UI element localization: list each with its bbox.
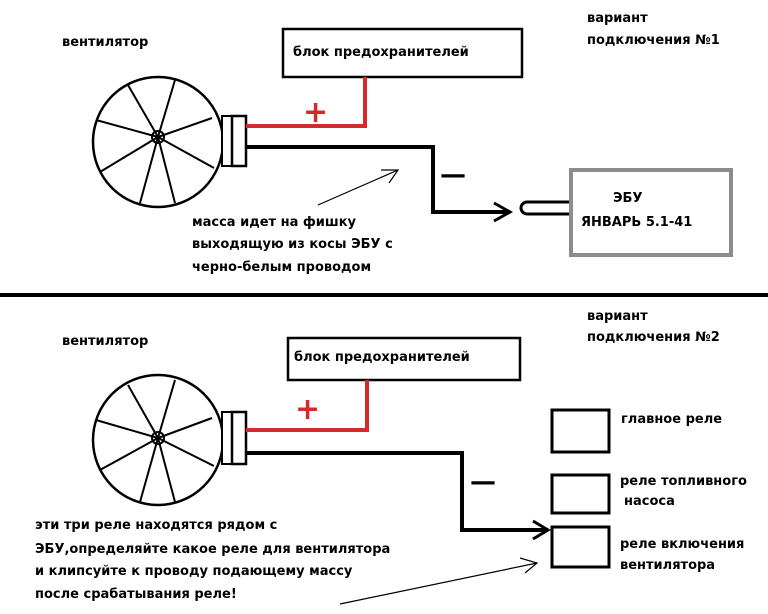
note-arrowhead xyxy=(519,557,539,574)
note-line3: черно-белым проводом xyxy=(192,260,371,275)
fuse-block: блок предохранителей xyxy=(286,336,522,382)
variant-title-line1: вариант xyxy=(587,309,648,324)
fuse-block: блок предохранителей xyxy=(281,27,524,79)
note-arrow xyxy=(339,562,538,605)
relay-fuel-pump: реле топливного насоса xyxy=(550,473,747,515)
relay-main: главное реле xyxy=(550,408,722,454)
variant-title-line1: вариант xyxy=(587,11,648,26)
relay-fuel-label-line2: насоса xyxy=(624,494,675,509)
ecu-label-line2: ЯНВАРЬ 5.1-41 xyxy=(581,215,692,230)
variant-1-section: вентилятор блок предохранителей + xyxy=(62,11,733,275)
fan-connector xyxy=(221,410,248,466)
ground-wire-arrowhead xyxy=(493,201,514,223)
plus-sign: + xyxy=(295,392,320,427)
note-arrowhead xyxy=(381,169,400,184)
relay-main-label: главное реле xyxy=(621,412,722,427)
note-line2: ЭБУ,определяйте какое реле для вентилято… xyxy=(35,542,390,557)
note-line3: и клипсуйте к проводу подающему массу xyxy=(35,564,353,579)
ecu-box: ЭБУ ЯНВАРЬ 5.1-41 xyxy=(569,168,733,257)
note-arrow xyxy=(317,169,399,206)
variant-title-line2: подключения №2 xyxy=(587,330,720,345)
relay-fuel-label-line1: реле топливного xyxy=(620,474,747,489)
note-line1: масса идет на фишку xyxy=(192,215,357,230)
fan-icon xyxy=(91,75,225,209)
ground-wire-arrowhead xyxy=(532,519,551,541)
fan-label: вентилятор xyxy=(62,35,148,50)
positive-wire xyxy=(246,380,369,432)
relay-fan-label-line2: вентилятора xyxy=(620,558,715,573)
note-line2: выходящую из косы ЭБУ с xyxy=(192,237,393,252)
fuse-block-label: блок предохранителей xyxy=(293,45,469,60)
variant-2-section: вентилятор блок предохранителей + xyxy=(35,309,747,605)
minus-sign: — xyxy=(440,160,466,190)
ground-wire xyxy=(246,145,508,214)
variant-title-line2: подключения №1 xyxy=(587,33,720,48)
fan-label: вентилятор xyxy=(62,334,148,349)
ecu-plug xyxy=(519,200,579,216)
plus-sign: + xyxy=(303,95,328,130)
fuse-block-label: блок предохранителей xyxy=(294,350,470,365)
minus-sign: — xyxy=(470,467,496,497)
relay-fan-label-line1: реле включения xyxy=(620,537,744,552)
ground-wire xyxy=(246,451,546,532)
relay-fan: реле включения вентилятора xyxy=(550,525,744,573)
fan-connector xyxy=(221,114,248,168)
note-line1: эти три реле находятся рядом с xyxy=(35,518,277,533)
positive-wire xyxy=(246,77,367,128)
fan-icon xyxy=(91,373,225,507)
ecu-label-line1: ЭБУ xyxy=(613,191,642,206)
note-line4: после срабатывания реле! xyxy=(35,587,237,602)
